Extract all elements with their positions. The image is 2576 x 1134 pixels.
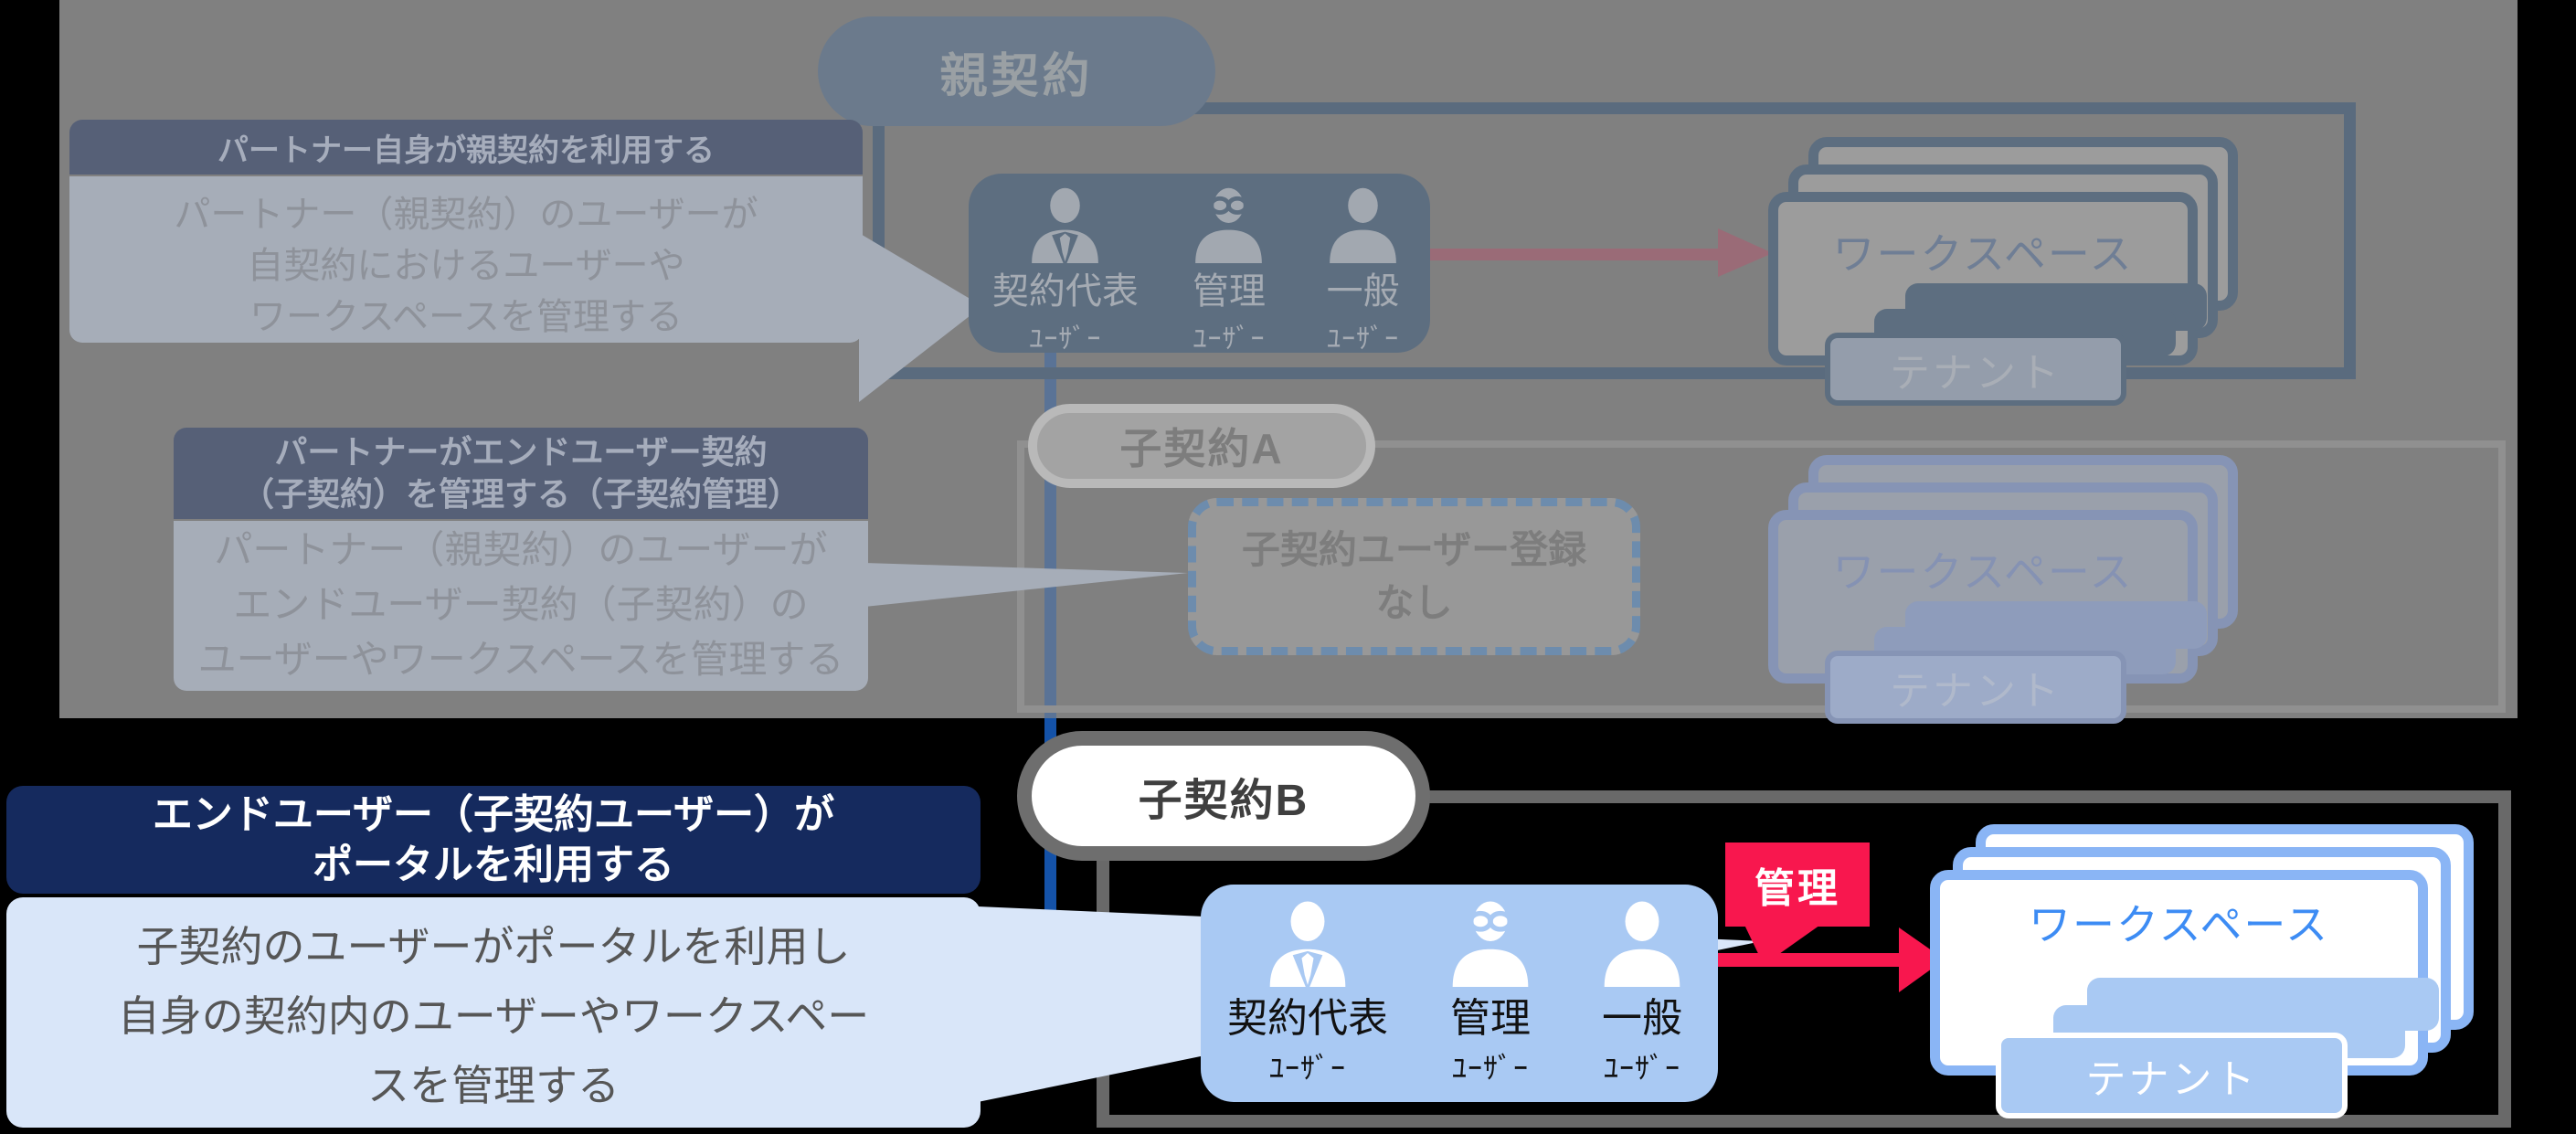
callout1-title-text: パートナー自身が親契約を利用する	[217, 132, 715, 168]
child-general-user: 一般 ﾕｰｻﾞｰ	[1593, 885, 1691, 1087]
child-contract-b-bubble: 子契約B	[1017, 731, 1430, 861]
user-suffix-label: ﾕｰｻﾞｰ	[1193, 324, 1266, 355]
representative-user-icon	[1032, 187, 1099, 263]
child-a-workspace-stack: ワークスペース テナント	[1768, 455, 2238, 724]
child-users-box: 契約代表 ﾕｰｻﾞｰ 管理 ﾕｰｻﾞｰ 一般 ﾕｰｻﾞｰ	[1201, 885, 1718, 1102]
tenant-card-front: テナント	[1825, 651, 2126, 724]
callout2-body-line: エンドユーザー契約（子契約）の	[233, 583, 809, 626]
user-role-label: 契約代表	[991, 271, 1139, 312]
callout1-body-line: パートナー（親契約）のユーザーが	[174, 195, 758, 235]
user-suffix-label: ﾕｰｻﾞｰ	[1029, 324, 1102, 355]
user-role-label: 契約代表	[1227, 996, 1388, 1041]
callout1-body-line: 自契約におけるユーザーや	[247, 246, 685, 286]
parent-users-box: 契約代表 ﾕｰｻﾞｰ 管理 ﾕｰｻﾞｰ 一般 ﾕｰｻﾞｰ	[969, 174, 1430, 356]
general-user-icon	[1330, 187, 1396, 263]
child-representative-user: 契約代表 ﾕｰｻﾞｰ	[1227, 885, 1388, 1087]
representative-user-icon	[1269, 901, 1346, 987]
callout3-title-line: エンドユーザー（子契約ユーザー）が	[152, 792, 835, 837]
parent-workspace-stack: ワークスペース テナント	[1768, 137, 2238, 406]
manage-tag: 管理	[1725, 843, 1870, 927]
user-suffix-label: ﾕｰｻﾞｰ	[1327, 324, 1400, 355]
user-suffix-label: ﾕｰｻﾞｰ	[1603, 1052, 1680, 1085]
parent-contract-label: 親契約	[939, 49, 1094, 103]
admin-user-icon	[1452, 901, 1529, 987]
child-contract-b-label: 子契約B	[1138, 777, 1309, 825]
callout3-body: 子契約のユーザーがポータルを利用し 自身の契約内のユーザーやワークスペー スを管…	[6, 897, 981, 1128]
callout3-body-line: スを管理する	[367, 1062, 620, 1109]
user-role-label: 管理	[1450, 996, 1531, 1041]
admin-user-icon	[1195, 187, 1263, 263]
general-user-icon	[1604, 901, 1680, 987]
no-user-registration-box: 子契約ユーザー登録 なし	[1188, 498, 1640, 655]
callout3-title-line: ポータルを利用する	[313, 843, 674, 887]
callout3-body-line: 自身の契約内のユーザーやワークスペー	[117, 992, 870, 1040]
user-role-label: 管理	[1192, 271, 1266, 312]
callout3-title: エンドユーザー（子契約ユーザー）が ポータルを利用する	[6, 786, 981, 894]
callout1-body-line: ワークスペースを管理する	[249, 297, 683, 337]
no-user-registration-line: 子契約ユーザー登録	[1241, 528, 1587, 571]
parent-contract-bubble: 親契約	[818, 16, 1215, 126]
parent-general-user: 一般 ﾕｰｻﾞｰ	[1320, 174, 1406, 356]
child-contract-a-label: 子契約A	[1119, 425, 1284, 472]
tenant-card-front: テナント	[1825, 333, 2126, 406]
parent-representative-user: 契約代表 ﾕｰｻﾞｰ	[992, 174, 1139, 356]
child-contract-a-bubble: 子契約A	[1028, 404, 1375, 488]
callout2-body: パートナー（親契約）のユーザーが エンドユーザー契約（子契約）の ユーザーやワー…	[174, 521, 868, 691]
child-admin-user: 管理 ﾕｰｻﾞｰ	[1441, 885, 1540, 1087]
parent-admin-user: 管理 ﾕｰｻﾞｰ	[1185, 174, 1272, 356]
callout2-body-line: ユーザーやワークスペースを管理する	[197, 638, 844, 681]
callout2-title-line: パートナーがエンドユーザー契約	[274, 433, 768, 471]
child-b-workspace-stack: ワークスペース テナント	[1930, 824, 2474, 1118]
callout1-body: パートナー（親契約）のユーザーが 自契約におけるユーザーや ワークスペースを管理…	[69, 176, 863, 343]
tenant-card-front: テナント	[1996, 1033, 2348, 1118]
user-suffix-label: ﾕｰｻﾞｰ	[1451, 1052, 1529, 1085]
user-suffix-label: ﾕｰｻﾞｰ	[1268, 1052, 1346, 1085]
callout3-body-line: 子契約のユーザーがポータルを利用し	[136, 923, 851, 970]
callout1-title: パートナー自身が親契約を利用する	[69, 120, 863, 175]
user-role-label: 一般	[1326, 271, 1400, 312]
manage-tag-label: 管理	[1754, 866, 1840, 911]
workspace-title: ワークスペース	[2028, 901, 2330, 949]
workspace-title: ワークスペース	[1832, 230, 2134, 278]
user-role-label: 一般	[1602, 996, 1682, 1041]
no-user-registration-line: なし	[1375, 581, 1453, 624]
workspace-title: ワークスペース	[1832, 548, 2134, 596]
callout2-body-line: パートナー（親契約）のユーザーが	[214, 528, 828, 571]
callout2-title: パートナーがエンドユーザー契約 （子契約）を管理する（子契約管理）	[174, 428, 868, 519]
callout2-title-line: （子契約）を管理する（子契約管理）	[240, 475, 800, 513]
